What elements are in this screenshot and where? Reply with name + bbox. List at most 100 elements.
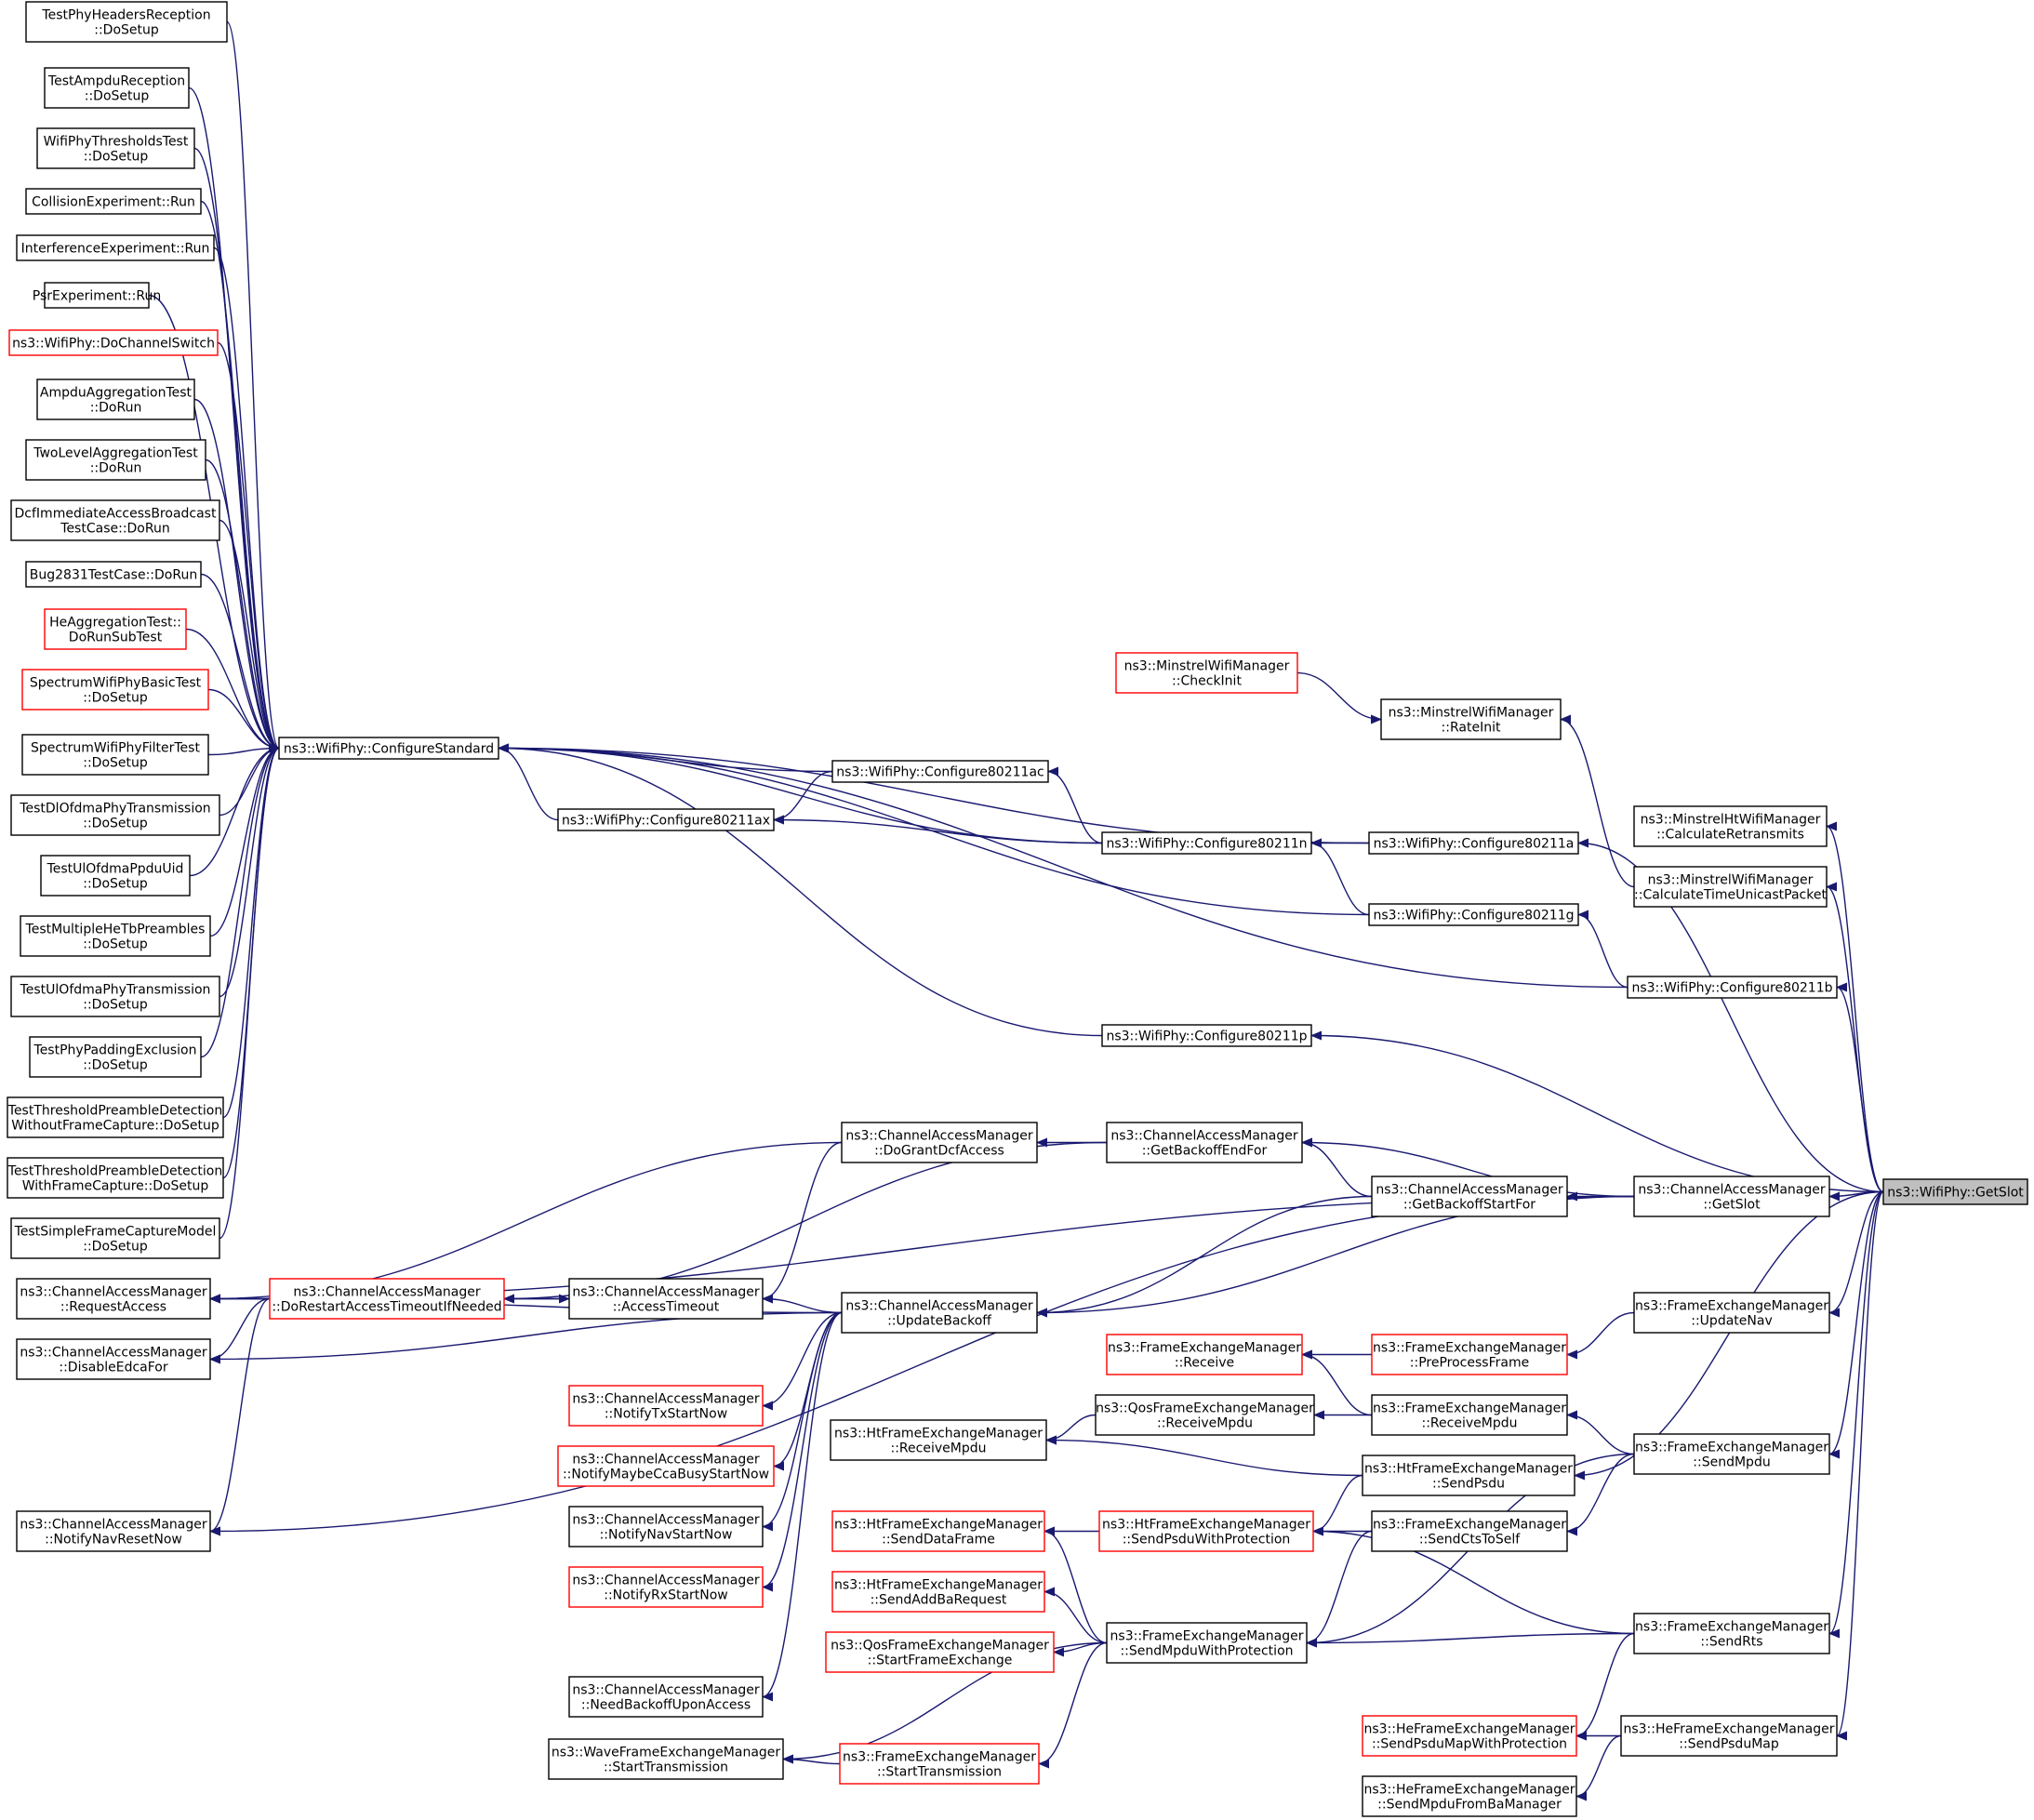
node-wifiphythresholdstest-dosetup[interactable]: WifiPhyThresholdsTest::DoSetup	[36, 127, 195, 169]
node-label: ns3::ChannelAccessManager	[1110, 1129, 1298, 1144]
node-ns3-heframeexchangemanager-sendpsdumap[interactable]: ns3::HeFrameExchangeManager::SendPsduMap	[1620, 1715, 1838, 1757]
node-ns3-wifiphy-configure80211ax[interactable]: ns3::WifiPhy::Configure80211ax	[557, 808, 775, 831]
node-ns3-channelaccessmanager-notifynavresetnow[interactable]: ns3::ChannelAccessManager::NotifyNavRese…	[16, 1510, 211, 1552]
node-ns3-frameexchangemanager-updatenav[interactable]: ns3::FrameExchangeManager::UpdateNav	[1633, 1292, 1830, 1334]
node-collisionexperiment-run[interactable]: CollisionExperiment::Run	[25, 188, 202, 215]
node-testphypaddingexclusion-dosetup[interactable]: TestPhyPaddingExclusion::DoSetup	[29, 1036, 202, 1078]
node-ns3-waveframeexchangemanager-starttransmission[interactable]: ns3::WaveFrameExchangeManager::StartTran…	[548, 1738, 784, 1780]
node-label: TestUlOfdmaPhyTransmission	[20, 983, 211, 998]
node-ns3-frameexchangemanager-receivempdu[interactable]: ns3::FrameExchangeManager::ReceiveMpdu	[1371, 1394, 1568, 1436]
node-ns3-heframeexchangemanager-sendmpdufrombamanager[interactable]: ns3::HeFrameExchangeManager::SendMpduFro…	[1362, 1775, 1577, 1817]
node-ns3-channelaccessmanager-notifytxstartnow[interactable]: ns3::ChannelAccessManager::NotifyTxStart…	[568, 1385, 764, 1427]
edge-drat-to-n25	[209, 1297, 271, 1536]
node-ns3-wifiphy-configure80211a[interactable]: ns3::WifiPhy::Configure80211a	[1368, 831, 1579, 855]
node-ns3-frameexchangemanager-starttransmission[interactable]: ns3::FrameExchangeManager::StartTransmis…	[839, 1743, 1040, 1785]
node-ns3-minstrelwifimanager-checkinit[interactable]: ns3::MinstrelWifiManager::CheckInit	[1115, 652, 1298, 694]
node-label: ::NotifyTxStartNow	[605, 1407, 727, 1422]
node-ns3-qosframeexchangemanager-startframeexchange[interactable]: ns3::QosFrameExchangeManager::StartFrame…	[825, 1631, 1055, 1673]
node-label: ::PreProcessFrame	[1410, 1356, 1529, 1371]
node-ns3-minstrelwifimanager-calculatetimeunicastpacket[interactable]: ns3::MinstrelWifiManager::CalculateTimeU…	[1633, 866, 1828, 908]
node-ns3-htframeexchangemanager-sendpsduwithprotection[interactable]: ns3::HtFrameExchangeManager::SendPsduWit…	[1098, 1510, 1314, 1552]
node-ns3-channelaccessmanager-disableedcafor[interactable]: ns3::ChannelAccessManager::DisableEdcaFo…	[16, 1338, 211, 1380]
node-testthresholdpreambledetectionwithoutframecapture-dosetup[interactable]: TestThresholdPreambleDetectionWithoutFra…	[7, 1096, 224, 1138]
node-ns3-frameexchangemanager-sendrts[interactable]: ns3::FrameExchangeManager::SendRts	[1633, 1613, 1830, 1654]
node-label: ns3::MinstrelHtWifiManager	[1641, 813, 1821, 828]
node-ns3-wifiphy-configurestandard[interactable]: ns3::WifiPhy::ConfigureStandard	[278, 737, 499, 760]
node-ns3-frameexchangemanager-sendmpduwithprotection[interactable]: ns3::FrameExchangeManager::SendMpduWithP…	[1106, 1622, 1308, 1664]
node-ns3-channelaccessmanager-notifynavstartnow[interactable]: ns3::ChannelAccessManager::NotifyNavStar…	[568, 1506, 764, 1548]
node-ns3-frameexchangemanager-sendctstoself[interactable]: ns3::FrameExchangeManager::SendCtsToSelf	[1371, 1510, 1568, 1552]
node-testampdureception-dosetup[interactable]: TestAmpduReception::DoSetup	[44, 67, 190, 109]
node-ns3-channelaccessmanager-accesstimeout[interactable]: ns3::ChannelAccessManager::AccessTimeout	[568, 1278, 764, 1320]
node-spectrumwifiphybasictest-dosetup[interactable]: SpectrumWifiPhyBasicTest::DoSetup	[21, 669, 209, 711]
node-interferenceexperiment-run[interactable]: InterferenceExperiment::Run	[16, 234, 215, 261]
node-ns3-channelaccessmanager-dorestartaccesstimeoutifneeded[interactable]: ns3::ChannelAccessManager::DoRestartAcce…	[269, 1278, 505, 1320]
node-ns3-wifiphy-configure80211p[interactable]: ns3::WifiPhy::Configure80211p	[1101, 1024, 1312, 1047]
node-label: TestDlOfdmaPhyTransmission	[19, 802, 210, 817]
node-dcfimmediateaccessbroadcasttestcase-dorun[interactable]: DcfImmediateAccessBroadcastTestCase::DoR…	[10, 499, 220, 541]
node-ns3-minstrelhtwifimanager-calculateretransmits[interactable]: ns3::MinstrelHtWifiManager::CalculateRet…	[1633, 805, 1828, 847]
node-ns3-wifiphy-dochannelswitch[interactable]: ns3::WifiPhy::DoChannelSwitch	[8, 329, 219, 356]
node-box	[568, 1566, 764, 1608]
node-testulofdmappduuid-dosetup[interactable]: TestUlOfdmaPpduUid::DoSetup	[40, 855, 191, 897]
node-label: ::SendPsduWithProtection	[1123, 1533, 1291, 1548]
edge-getslot-to-hespm	[1836, 1190, 1884, 1741]
node-ns3-channelaccessmanager-getbackoffendfor[interactable]: ns3::ChannelAccessManager::GetBackoffEnd…	[1106, 1122, 1303, 1163]
node-psrexperiment-run[interactable]: PsrExperiment::Run	[33, 282, 161, 309]
node-ns3-htframeexchangemanager-sendaddbarequest[interactable]: ns3::HtFrameExchangeManager::SendAddBaRe…	[831, 1571, 1045, 1613]
node-ns3-wifiphy-configure80211b[interactable]: ns3::WifiPhy::Configure80211b	[1627, 976, 1838, 999]
node-label: ::ReceiveMpdu	[891, 1441, 987, 1456]
node-label: ::NotifyNavStartNow	[600, 1528, 733, 1543]
node-ns3-heframeexchangemanager-sendpsdumapwithprotection[interactable]: ns3::HeFrameExchangeManager::SendPsduMap…	[1362, 1715, 1577, 1757]
node-heaggregationtest-dorunsubtest[interactable]: HeAggregationTest::DoRunSubTest	[44, 608, 187, 650]
node-ns3-channelaccessmanager-dograntdcfaccess[interactable]: ns3::ChannelAccessManager::DoGrantDcfAcc…	[841, 1122, 1038, 1163]
node-box	[568, 1676, 764, 1718]
node-twolevelaggregationtest-dorun[interactable]: TwoLevelAggregationTest::DoRun	[25, 439, 206, 481]
node-ns3-frameexchangemanager-receive[interactable]: ns3::FrameExchangeManager::Receive	[1106, 1334, 1303, 1375]
node-testulofdmaphytransmission-dosetup[interactable]: TestUlOfdmaPhyTransmission::DoSetup	[10, 976, 220, 1017]
node-label: HeAggregationTest::	[49, 616, 181, 631]
node-label: ::SendDataFrame	[882, 1533, 995, 1548]
node-ns3-channelaccessmanager-getslot[interactable]: ns3::ChannelAccessManager::GetSlot	[1633, 1176, 1830, 1217]
node-ns3-channelaccessmanager-getbackoffstartfor[interactable]: ns3::ChannelAccessManager::GetBackoffSta…	[1371, 1176, 1568, 1217]
node-label: ::CalculateTimeUnicastPacket	[1634, 888, 1827, 903]
node-label: ::DoSetup	[83, 817, 148, 831]
node-ns3-frameexchangemanager-preprocessframe[interactable]: ns3::FrameExchangeManager::PreProcessFra…	[1371, 1334, 1568, 1375]
node-label: ns3::FrameExchangeManager	[1108, 1341, 1301, 1356]
node-label: ns3::ChannelAccessManager	[572, 1683, 760, 1698]
node-label: ::DoSetup	[85, 89, 150, 104]
node-label: AmpduAggregationTest	[40, 386, 193, 401]
node-ns3-frameexchangemanager-sendmpdu[interactable]: ns3::FrameExchangeManager::SendMpdu	[1633, 1433, 1830, 1475]
edge-ub-to-at	[762, 1294, 843, 1314]
node-ns3-htframeexchangemanager-senddataframe[interactable]: ns3::HtFrameExchangeManager::SendDataFra…	[831, 1510, 1045, 1552]
node-ns3-qosframeexchangemanager-receivempdu[interactable]: ns3::QosFrameExchangeManager::ReceiveMpd…	[1095, 1394, 1315, 1436]
node-ampduaggregationtest-dorun[interactable]: AmpduAggregationTest::DoRun	[36, 379, 195, 420]
node-label: ns3::ChannelAccessManager	[572, 1574, 760, 1588]
node-ns3-channelaccessmanager-needbackoffuponaccess[interactable]: ns3::ChannelAccessManager::NeedBackoffUp…	[568, 1676, 764, 1718]
node-ns3-minstrelwifimanager-rateinit[interactable]: ns3::MinstrelWifiManager::RateInit	[1380, 698, 1562, 740]
edge-getslot-to-mht	[1826, 821, 1884, 1193]
node-ns3-wifiphy-configure80211ac[interactable]: ns3::WifiPhy::Configure80211ac	[831, 760, 1049, 783]
node-testdlofdmaphytransmission-dosetup[interactable]: TestDlOfdmaPhyTransmission::DoSetup	[10, 794, 220, 836]
node-ns3-wifiphy-getslot[interactable]: ns3::WifiPhy::GetSlot	[1882, 1178, 2028, 1205]
edge-fesm-to-ferm	[1566, 1410, 1635, 1455]
node-spectrumwifiphyfiltertest-dosetup[interactable]: SpectrumWifiPhyFilterTest::DoSetup	[21, 734, 209, 776]
node-ns3-htframeexchangemanager-sendpsdu[interactable]: ns3::HtFrameExchangeManager::SendPsdu	[1362, 1455, 1575, 1496]
edge-getslot-to-fesm	[1828, 1190, 1884, 1459]
node-ns3-channelaccessmanager-updatebackoff[interactable]: ns3::ChannelAccessManager::UpdateBackoff	[841, 1292, 1038, 1334]
node-ns3-wifiphy-configure80211n[interactable]: ns3::WifiPhy::Configure80211n	[1101, 831, 1312, 855]
node-ns3-channelaccessmanager-requestaccess[interactable]: ns3::ChannelAccessManager::RequestAccess	[16, 1278, 211, 1320]
node-testthresholdpreambledetectionwithframecapture-dosetup[interactable]: TestThresholdPreambleDetectionWithFrameC…	[7, 1157, 224, 1199]
edge-getslot-to-n80211p	[1310, 1030, 1884, 1193]
node-ns3-channelaccessmanager-notifymaybeccabusystartnow[interactable]: ns3::ChannelAccessManager::NotifyMaybeCc…	[557, 1445, 775, 1487]
edge-dga-to-n23	[209, 1141, 843, 1304]
node-bug2831testcase-dorun[interactable]: Bug2831TestCase::DoRun	[25, 561, 202, 588]
node-testmultiplehetbpreambles-dosetup[interactable]: TestMultipleHeTbPreambles::DoSetup	[20, 915, 211, 957]
node-testsimpleframecapturemodel-dosetup[interactable]: TestSimpleFrameCaptureModel::DoSetup	[10, 1217, 220, 1259]
node-box	[1633, 1292, 1830, 1334]
node-ns3-htframeexchangemanager-receivempdu[interactable]: ns3::HtFrameExchangeManager::ReceiveMpdu	[830, 1419, 1047, 1461]
node-testphyheadersreception-dosetup[interactable]: TestPhyHeadersReception::DoSetup	[25, 1, 228, 43]
node-ns3-wifiphy-configure80211g[interactable]: ns3::WifiPhy::Configure80211g	[1368, 903, 1579, 926]
node-ns3-channelaccessmanager-notifyrxstartnow[interactable]: ns3::ChannelAccessManager::NotifyRxStart…	[568, 1566, 764, 1608]
